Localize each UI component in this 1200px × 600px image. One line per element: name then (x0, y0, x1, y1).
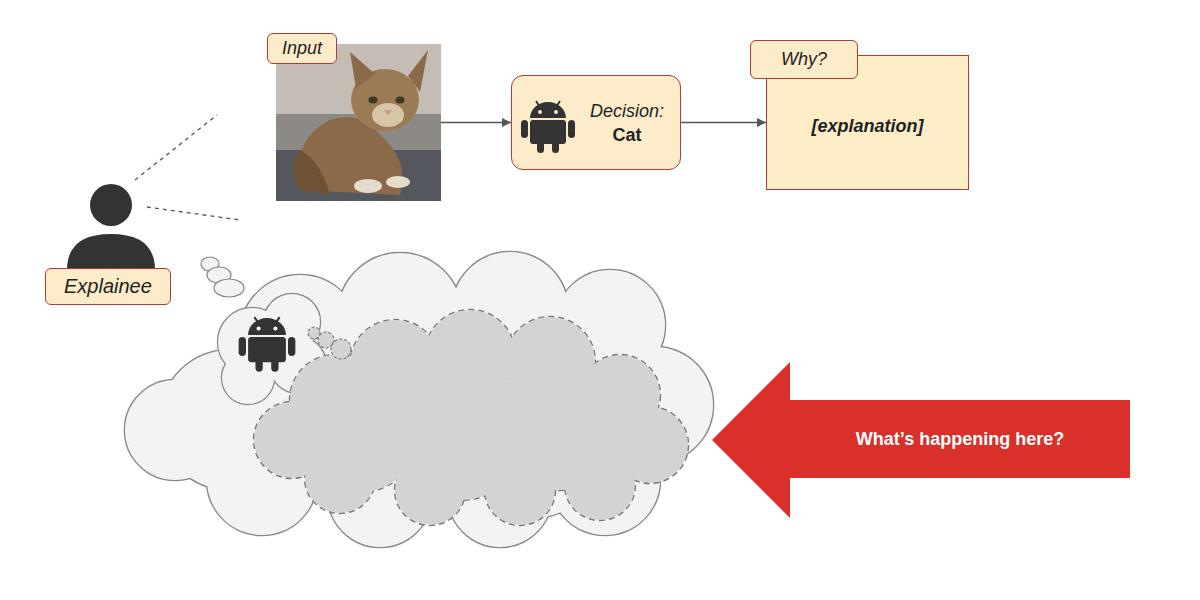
sight-line (135, 115, 217, 180)
thought-bubble (331, 339, 351, 359)
flow-arrow (441, 122, 511, 124)
decision-value: Cat (612, 123, 641, 147)
robot-icon (530, 120, 566, 144)
flow-arrow (681, 122, 766, 124)
explainee-tab: Explainee (45, 268, 171, 305)
robot-icon (248, 318, 286, 335)
robot-icon (254, 317, 258, 323)
robot-icon (556, 101, 560, 107)
cat-photo (276, 44, 441, 201)
robot-icon (530, 102, 566, 118)
arrow-shape (712, 362, 1130, 518)
robot-cloud (222, 352, 274, 404)
decision-box: Decision:Cat (511, 75, 681, 170)
robot-icon (271, 358, 278, 372)
thought-cloud (125, 252, 713, 547)
cat-photo (369, 97, 378, 104)
robot-icon (538, 110, 542, 114)
why-tab: Why? (750, 40, 858, 79)
inner-cloud (300, 372, 420, 492)
robot-icon (521, 101, 575, 153)
thought-cloud (125, 380, 225, 480)
thought-cloud (125, 252, 713, 547)
sight-line (147, 207, 240, 220)
thought-cloud (125, 380, 225, 480)
inner-cloud (500, 370, 620, 490)
cat-photo (354, 179, 382, 193)
thought-cloud (125, 252, 713, 547)
cat-photo (386, 176, 410, 188)
inner-cloud (254, 310, 688, 525)
cat-photo (276, 44, 441, 201)
robot-icon (257, 327, 261, 331)
thought-bubble (214, 279, 244, 297)
question-text: What’s happening here? (790, 400, 1130, 478)
robot-cloud (222, 352, 274, 404)
robot-icon (275, 317, 279, 323)
robot-icon (552, 140, 559, 153)
explainee-label: Explainee (64, 275, 152, 298)
cat-photo (350, 52, 375, 88)
robot-icon (521, 120, 528, 138)
input-frame: Input (276, 44, 441, 201)
cat-photo (384, 110, 392, 115)
decision-label: Decision: (590, 99, 664, 123)
inner-cloud (254, 310, 688, 525)
robot-icon (554, 110, 558, 114)
explanation-box: Why?[explanation] (766, 55, 969, 190)
question-arrow: What’s happening here? (712, 362, 1130, 518)
robot-icon (536, 101, 540, 107)
robot-icon (255, 358, 262, 372)
cat-photo (396, 97, 405, 104)
inner-cloud (500, 370, 620, 490)
inner-cloud (300, 372, 420, 492)
explanation-text: [explanation] (767, 116, 968, 137)
robot-icon (537, 140, 544, 153)
robot-icon (239, 317, 296, 372)
robot-icon (239, 337, 246, 356)
robot-icon (273, 327, 277, 331)
person-head (90, 184, 132, 226)
cat-photo (293, 150, 331, 195)
cat-photo (408, 50, 428, 92)
person-body (67, 234, 155, 270)
robot-icon (568, 120, 575, 138)
robot-icon (288, 337, 295, 356)
robot-icon (248, 337, 286, 362)
cat-photo (372, 103, 404, 127)
inner-cloud (254, 310, 688, 525)
input-tab: Input (267, 33, 337, 64)
